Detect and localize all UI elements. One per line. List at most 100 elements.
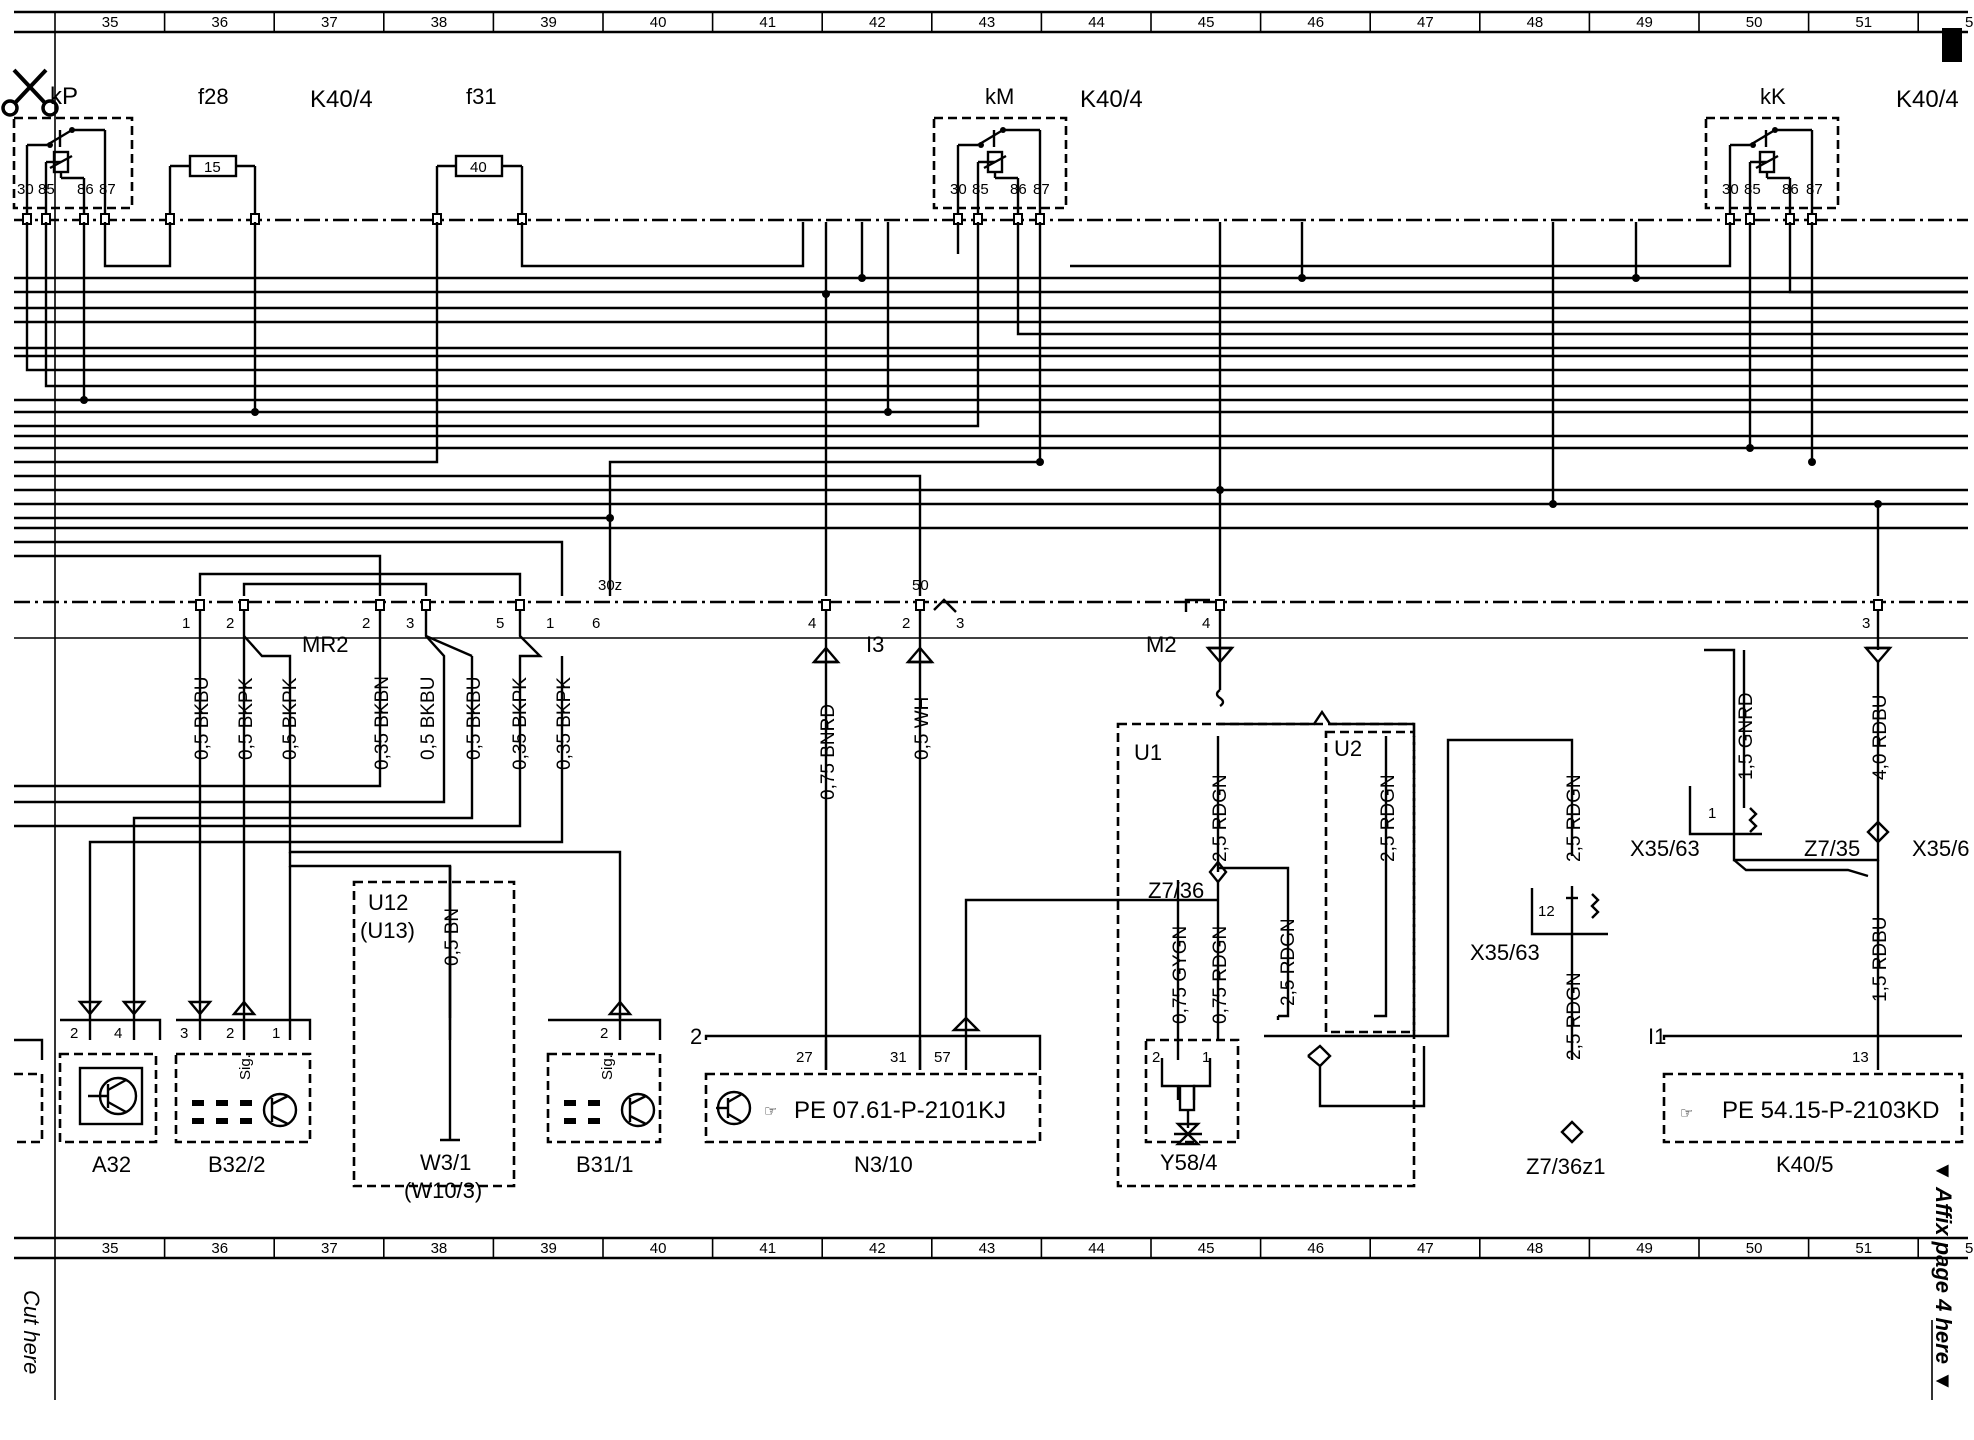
top-grid-label: 51 bbox=[1855, 14, 1872, 31]
mr2-pin-5: 5 bbox=[496, 615, 504, 632]
a32-pin-4: 4 bbox=[114, 1025, 122, 1042]
bottom-grid-label: 40 bbox=[650, 1240, 667, 1257]
bottom-grid-label: 48 bbox=[1527, 1240, 1544, 1257]
b31-1-pin-2: 2 bbox=[600, 1025, 608, 1042]
mr2-lower-wiring bbox=[14, 610, 622, 1040]
connector-pin bbox=[821, 599, 831, 611]
a32-label: A32 bbox=[92, 1152, 131, 1177]
top-grid-label: 50 bbox=[1746, 14, 1763, 31]
b32-2-component: 3 2 1 Sig. bbox=[174, 866, 312, 1144]
relay-kp-pin-87: 87 bbox=[99, 181, 116, 198]
relay-km: 30 85 86 87 bbox=[932, 116, 1068, 222]
m2-pin-4: 4 bbox=[1202, 615, 1210, 632]
bottom-grid-ruler: 353637383940414243444546474849505152 bbox=[14, 1236, 1974, 1260]
bottom-grid-label: 37 bbox=[321, 1240, 338, 1257]
n3-10-pin-57: 57 bbox=[934, 1049, 951, 1066]
bottom-grid-label: 36 bbox=[211, 1240, 228, 1257]
a32-component: 2 4 bbox=[58, 1000, 162, 1144]
y58-4-label: Y58/4 bbox=[1160, 1150, 1218, 1175]
i3-pin-3: 3 bbox=[956, 615, 964, 632]
wire-label-w17: 2,5 RDGN bbox=[1564, 972, 1585, 1060]
bottom-grid-label: 38 bbox=[431, 1240, 448, 1257]
connector-pin bbox=[515, 599, 525, 611]
a32-pin-2: 2 bbox=[70, 1025, 78, 1042]
x35-63-b-pin: 1 bbox=[1708, 805, 1716, 822]
top-grid-label: 38 bbox=[431, 14, 448, 31]
k40-4-left-label: K40/4 bbox=[310, 86, 373, 113]
wire-label-w16: 2,5 RDGN bbox=[1564, 774, 1585, 862]
fuse-f31-label: f31 bbox=[466, 84, 497, 109]
wire-label-w20: 1,5 RDBU bbox=[1870, 916, 1891, 1002]
k40-4-mid-label: K40/4 bbox=[1080, 86, 1143, 113]
mr2-upper-wiring bbox=[14, 502, 1968, 596]
relay-kp-label: kP bbox=[50, 83, 78, 110]
top-grid-label: 37 bbox=[321, 14, 338, 31]
k40-5-component: 13 ☞ PE 54.15-P-2103KD bbox=[1662, 1034, 1964, 1144]
x35-63-b-label: X35/63 bbox=[1630, 836, 1700, 861]
top-grid-label: 39 bbox=[540, 14, 557, 31]
i3-label: I3 bbox=[866, 632, 884, 657]
top-grid-label: 42 bbox=[869, 14, 886, 31]
bottom-grid-label: 47 bbox=[1417, 1240, 1434, 1257]
wire-label-w4: 0,35 BKBN bbox=[372, 676, 393, 770]
bottom-grid-label: 45 bbox=[1198, 1240, 1215, 1257]
m2-label: M2 bbox=[1146, 632, 1177, 657]
mr2-pin-4: 4 bbox=[808, 615, 816, 632]
wire-label-w10: 0,5 WH bbox=[912, 697, 933, 760]
u2-label: U2 bbox=[1334, 736, 1362, 761]
top-grid-label: 40 bbox=[650, 14, 667, 31]
wire-label-w12: 2,5 RDGN bbox=[1378, 774, 1399, 862]
n3-10-ref: PE 07.61-P-2101KJ bbox=[794, 1097, 1006, 1124]
bottom-grid-label: 52 bbox=[1965, 1240, 1974, 1257]
top-grid-label: 35 bbox=[102, 14, 119, 31]
u13-label: (U13) bbox=[360, 918, 415, 943]
b31-1-component: 2 Sig. bbox=[546, 1000, 662, 1144]
bnrd-wh-wires bbox=[811, 598, 957, 1070]
label-50: 50 bbox=[912, 577, 929, 594]
b32-2-pin-3: 3 bbox=[180, 1025, 188, 1042]
top-drop-wires bbox=[14, 222, 1968, 596]
connector-pin bbox=[375, 599, 385, 611]
n3-10-pin-31: 31 bbox=[890, 1049, 907, 1066]
y58-4-component: 2 1 bbox=[1144, 1038, 1240, 1146]
b32-2-pin-1: 1 bbox=[272, 1025, 280, 1042]
top-grid-ruler: 353637383940414243444546474849505152 bbox=[14, 10, 1974, 34]
wire-label-w18: 1,5 GNRD bbox=[1736, 692, 1757, 780]
relay-km-pin-85: 85 bbox=[972, 181, 989, 198]
light-emitter-icon bbox=[564, 1100, 600, 1124]
wire-label-w5: 0,5 BKBU bbox=[418, 677, 439, 760]
mr2-label: MR2 bbox=[302, 632, 348, 657]
relay-km-label: kM bbox=[985, 84, 1014, 109]
top-grid-label: 46 bbox=[1307, 14, 1324, 31]
n3-10-pin-group: 2 bbox=[690, 1024, 702, 1049]
u12-component bbox=[352, 866, 516, 1188]
relay-kk: 30 85 86 87 bbox=[1704, 116, 1840, 222]
relay-km-pin-30: 30 bbox=[950, 181, 967, 198]
bottom-grid-label: 51 bbox=[1855, 1240, 1872, 1257]
b32-2-pin-2: 2 bbox=[226, 1025, 234, 1042]
page-marker bbox=[1942, 28, 1962, 62]
top-grid-label: 49 bbox=[1636, 14, 1653, 31]
k40-4-right-label: K40/4 bbox=[1896, 86, 1959, 113]
n3-10-pin-27: 27 bbox=[796, 1049, 813, 1066]
wire-label-w1: 0,5 BKBU bbox=[192, 677, 213, 760]
wire-label-w2: 0,5 BKPK bbox=[236, 677, 257, 760]
wire-label-w8: 0,35 BKPK bbox=[554, 677, 575, 770]
wire-label-w19: 4,0 RDBU bbox=[1870, 694, 1891, 780]
wire-label-w14: 0,75 RDGN bbox=[1210, 926, 1231, 1024]
fuse-f28-value: 15 bbox=[204, 159, 221, 176]
pointing-hand-icon: ☞ bbox=[764, 1103, 777, 1120]
i1-label: I1 bbox=[1648, 1024, 1666, 1049]
b32-2-label: B32/2 bbox=[208, 1152, 266, 1177]
left-partial-component bbox=[14, 1038, 44, 1144]
relay-km-pin-87: 87 bbox=[1033, 181, 1050, 198]
top-grid-label: 47 bbox=[1417, 14, 1434, 31]
top-grid-label: 41 bbox=[759, 14, 776, 31]
z7-36-label: Z7/36 bbox=[1148, 878, 1204, 903]
mr2-pin-1: 1 bbox=[182, 615, 190, 632]
relay-kk-pin-86: 86 bbox=[1782, 181, 1799, 198]
x35-63-b-connector: 1 bbox=[1688, 650, 1890, 844]
connector-pin bbox=[1873, 599, 1883, 611]
